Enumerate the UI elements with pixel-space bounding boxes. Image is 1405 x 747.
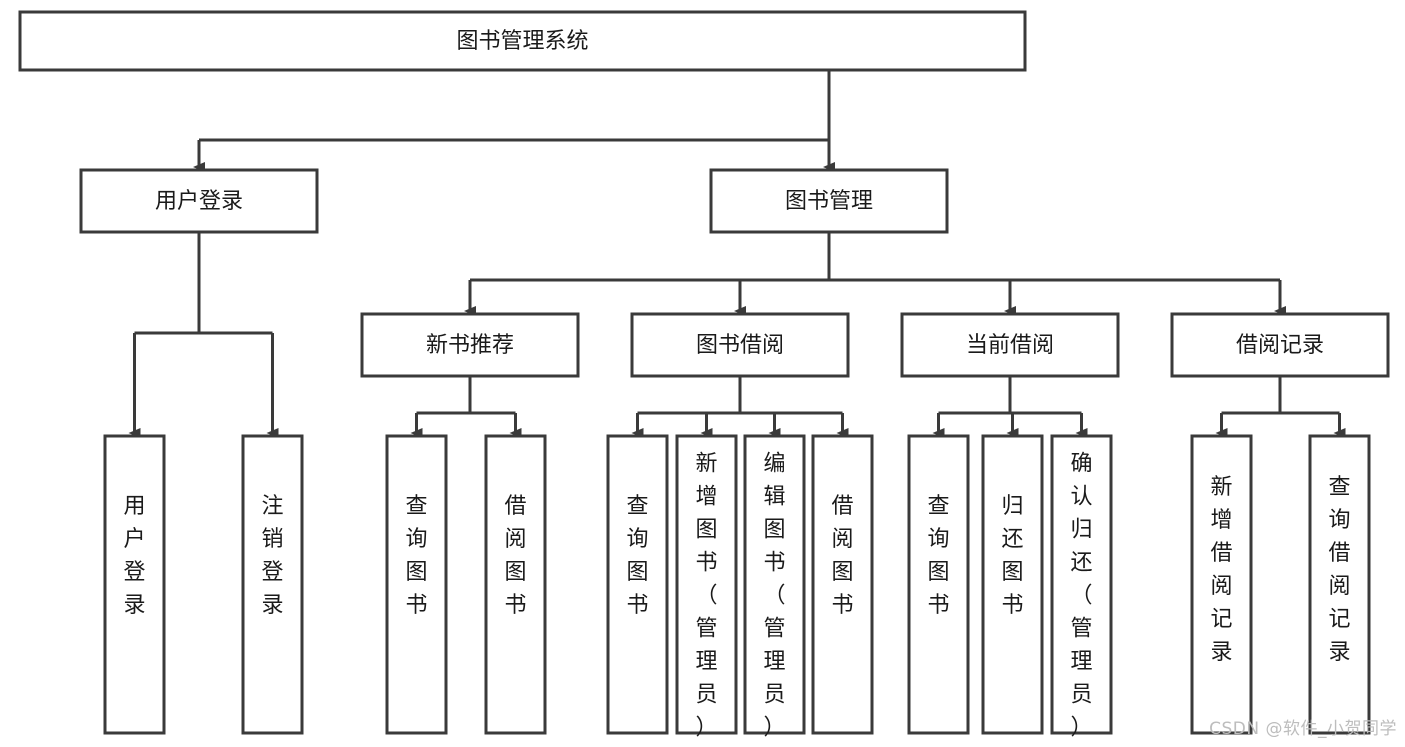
leaf-node-leaf-borrow-lend-label: 借阅图书 <box>831 494 853 618</box>
node-book-manage[interactable]: 图书管理 <box>709 168 949 234</box>
node-book-borrow-label: 图书借阅 <box>696 333 784 358</box>
node-book-manage-label: 图书管理 <box>785 189 873 214</box>
node-current-borrow[interactable]: 当前借阅 <box>900 312 1120 378</box>
leaf-node-leaf-user-logout-rect <box>241 434 304 735</box>
leaf-node-leaf-user-login[interactable]: 用户登录 <box>103 434 166 735</box>
leaf-node-leaf-rec-borrow-label: 借阅图书 <box>504 494 526 618</box>
leaf-node-leaf-cur-return[interactable]: 归还图书 <box>981 434 1044 735</box>
leaf-node-leaf-rec-search-rect <box>1308 434 1371 735</box>
node-user-login-rect <box>79 168 319 234</box>
leaf-node-leaf-rec-query-rect <box>385 434 448 735</box>
leaf-node-leaf-rec-add-rect <box>1190 434 1253 735</box>
leaf-node-leaf-rec-add-label: 新增借阅记录 <box>1210 475 1232 665</box>
leaf-node-leaf-borrow-edit-label: 编辑图书（管理员） <box>763 452 785 741</box>
root-node-system[interactable]: 图书管理系统 <box>18 10 1027 72</box>
leaf-node-leaf-borrow-edit-rect <box>743 434 806 735</box>
node-borrow-record-label: 借阅记录 <box>1236 333 1324 358</box>
node-borrow-record[interactable]: 借阅记录 <box>1170 312 1390 378</box>
node-new-book-rec[interactable]: 新书推荐 <box>360 312 580 378</box>
leaf-node-leaf-user-logout-label: 注销登录 <box>261 494 283 618</box>
leaf-node-leaf-cur-return-label: 归还图书 <box>1001 494 1023 618</box>
leaf-node-leaf-cur-query-rect <box>907 434 970 735</box>
node-book-borrow-rect <box>630 312 850 378</box>
watermark-label: CSDN @软件_小贺同学 <box>1209 719 1397 739</box>
node-user-login-label: 用户登录 <box>155 189 243 214</box>
leaf-node-leaf-borrow-lend[interactable]: 借阅图书 <box>811 434 874 735</box>
leaf-node-leaf-user-login-label: 用户登录 <box>123 494 145 618</box>
leaf-node-leaf-user-logout[interactable]: 注销登录 <box>241 434 304 735</box>
leaf-node-leaf-rec-borrow-rect <box>484 434 547 735</box>
leaf-node-leaf-cur-confirm-label: 确认归还（管理员） <box>1070 452 1092 741</box>
leaf-node-leaf-borrow-query[interactable]: 查询图书 <box>606 434 669 735</box>
leaf-node-leaf-borrow-lend-rect <box>811 434 874 735</box>
node-borrow-record-rect <box>1170 312 1390 378</box>
node-new-book-rec-label: 新书推荐 <box>426 333 514 358</box>
leaf-node-leaf-cur-confirm-rect <box>1050 434 1113 735</box>
leaf-node-leaf-borrow-add[interactable]: 新增图书（管理员） <box>675 434 738 741</box>
leaf-node-leaf-borrow-query-label: 查询图书 <box>626 494 648 618</box>
leaf-node-leaf-cur-confirm[interactable]: 确认归还（管理员） <box>1050 434 1113 741</box>
leaf-node-leaf-rec-query-label: 查询图书 <box>405 494 427 618</box>
leaf-node-leaf-rec-search-label: 查询借阅记录 <box>1328 475 1350 665</box>
leaf-node-leaf-borrow-add-rect <box>675 434 738 735</box>
node-boxes: 图书管理系统用户登录图书管理新书推荐图书借阅当前借阅借阅记录用户登录注销登录查询… <box>18 10 1390 741</box>
root-node-system-rect <box>18 10 1027 72</box>
node-book-manage-rect <box>709 168 949 234</box>
leaf-node-leaf-borrow-query-rect <box>606 434 669 735</box>
node-current-borrow-rect <box>900 312 1120 378</box>
node-book-borrow[interactable]: 图书借阅 <box>630 312 850 378</box>
leaf-node-leaf-user-login-rect <box>103 434 166 735</box>
node-new-book-rec-rect <box>360 312 580 378</box>
leaf-node-leaf-borrow-edit[interactable]: 编辑图书（管理员） <box>743 434 806 741</box>
root-node-system-label: 图书管理系统 <box>456 29 588 54</box>
node-current-borrow-label: 当前借阅 <box>966 333 1054 358</box>
leaf-node-leaf-rec-borrow[interactable]: 借阅图书 <box>484 434 547 735</box>
leaf-node-leaf-cur-return-rect <box>981 434 1044 735</box>
leaf-node-leaf-cur-query-label: 查询图书 <box>927 494 949 618</box>
leaf-node-leaf-rec-add[interactable]: 新增借阅记录 <box>1190 434 1253 735</box>
leaf-node-leaf-cur-query[interactable]: 查询图书 <box>907 434 970 735</box>
leaf-node-leaf-rec-search[interactable]: 查询借阅记录 <box>1308 434 1371 735</box>
leaf-node-leaf-borrow-add-label: 新增图书（管理员） <box>695 452 717 741</box>
connector-links <box>128 70 1346 438</box>
node-user-login[interactable]: 用户登录 <box>79 168 319 234</box>
leaf-node-leaf-rec-query[interactable]: 查询图书 <box>385 434 448 735</box>
